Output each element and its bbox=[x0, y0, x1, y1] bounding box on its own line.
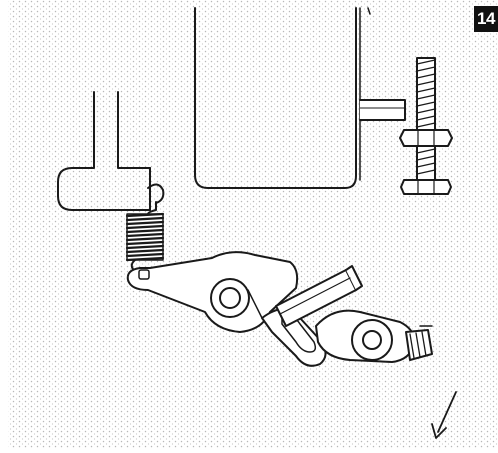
step-number-badge: 14 bbox=[474, 6, 498, 32]
direction-arrow bbox=[431, 391, 457, 439]
left-bracket bbox=[57, 91, 151, 211]
cross-block bbox=[275, 265, 363, 327]
eye-connector bbox=[315, 309, 433, 363]
coil-spring bbox=[125, 201, 165, 273]
adjusting-bolt bbox=[359, 57, 453, 195]
tank-outline bbox=[194, 7, 357, 189]
